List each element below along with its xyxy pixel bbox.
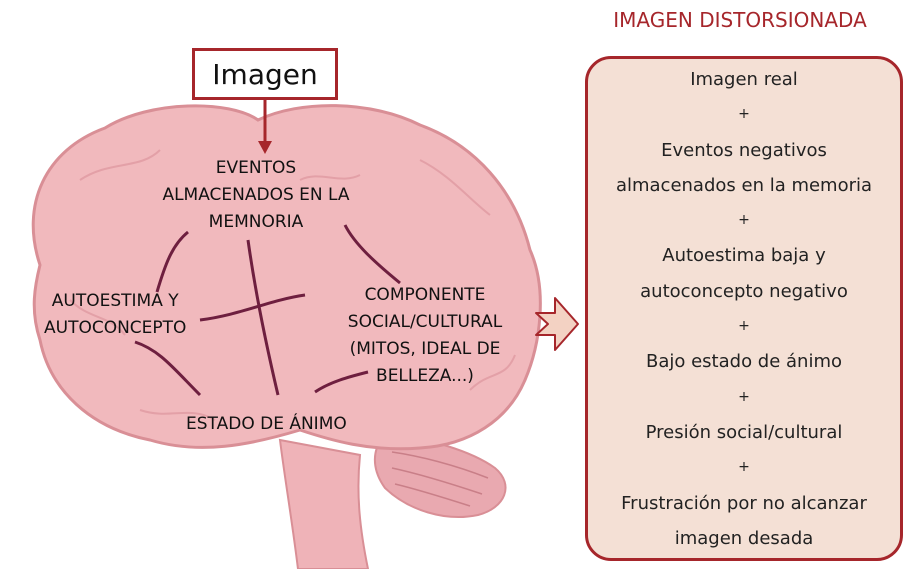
upper-left-curve xyxy=(155,230,189,293)
down-arrow-head xyxy=(258,141,272,154)
plus-sign: + xyxy=(738,318,750,335)
lower-left-curve xyxy=(134,340,202,397)
label-eventos-line: EVENTOS xyxy=(215,158,297,178)
label-estado: ESTADO DE ÁNIMO xyxy=(186,411,347,438)
label-autoestima-line: AUTOCONCEPTO xyxy=(44,318,187,338)
list-item: autoconcepto negativo xyxy=(640,280,848,302)
cerebrum xyxy=(31,104,542,451)
label-componente-line: COMPONENTE xyxy=(364,285,486,305)
right-panel-box: Imagen real + Eventos negativos almacena… xyxy=(585,56,903,561)
right-panel-list: Imagen real + Eventos negativos almacena… xyxy=(588,62,900,556)
imagen-box-label: Imagen xyxy=(212,57,318,91)
list-item: Frustración por no alcanzar xyxy=(621,492,867,514)
vertical-divider xyxy=(246,239,280,396)
horizontal-divider xyxy=(199,293,306,322)
label-eventos-line: ALMACENADOS EN LA xyxy=(162,185,350,205)
label-autoestima: AUTOESTIMA Y AUTOCONCEPTO xyxy=(44,288,186,342)
list-item: Eventos negativos xyxy=(661,139,827,161)
list-item: Bajo estado de ánimo xyxy=(645,351,843,373)
label-componente-line: BELLEZA...) xyxy=(376,366,474,386)
cerebellum xyxy=(373,430,507,518)
list-item: Autoestima baja y xyxy=(662,245,826,267)
label-estado-line: ESTADO DE ÁNIMO xyxy=(186,414,347,434)
label-autoestima-line: AUTOESTIMA Y xyxy=(51,291,179,311)
upper-right-curve xyxy=(343,224,401,285)
label-eventos: EVENTOS ALMACENADOS EN LA MEMNORIA xyxy=(156,155,356,236)
right-arrow xyxy=(535,297,579,351)
lower-right-curve xyxy=(314,370,369,394)
imagen-box: Imagen xyxy=(192,48,338,100)
label-componente-line: (MITOS, IDEAL DE xyxy=(349,339,501,359)
list-item: imagen desada xyxy=(674,527,814,549)
label-eventos-line: MEMNORIA xyxy=(208,212,304,232)
plus-sign: + xyxy=(738,212,750,229)
plus-sign: + xyxy=(738,106,750,123)
plus-sign: + xyxy=(738,388,750,405)
brain-stem xyxy=(278,438,370,569)
plus-sign: + xyxy=(738,459,750,476)
label-componente-line: SOCIAL/CULTURAL xyxy=(347,312,503,332)
list-item: Presión social/cultural xyxy=(645,421,843,443)
right-panel-title: IMAGEN DISTORSIONADA xyxy=(613,8,867,32)
list-item: almacenados en la memoria xyxy=(615,174,873,196)
list-item: Imagen real xyxy=(690,69,798,90)
label-componente: COMPONENTE SOCIAL/CULTURAL (MITOS, IDEAL… xyxy=(330,282,520,390)
